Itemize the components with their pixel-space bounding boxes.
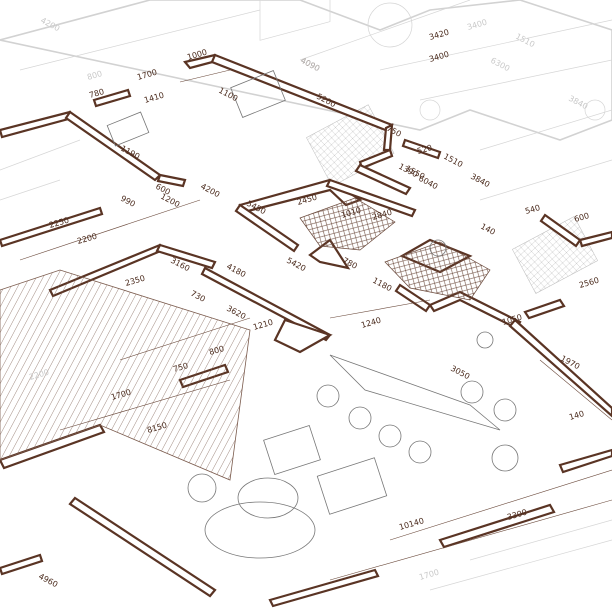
dimension-label: 1510: [442, 152, 464, 170]
wall-segment: [68, 496, 217, 598]
dining-chair: [316, 384, 340, 408]
wall-segment: [268, 568, 380, 608]
wall-segment: [325, 178, 417, 218]
wall-segment: [508, 318, 612, 418]
dimension-label: 990: [119, 194, 137, 209]
dining-chair: [348, 406, 372, 430]
wall-segment: [234, 203, 300, 253]
dimension-label: 600: [573, 211, 590, 224]
dimension-label: 2350: [124, 274, 146, 288]
dimension-label: 5420: [285, 256, 307, 274]
wall-segment: [0, 206, 104, 248]
sofa: [316, 457, 388, 515]
dimension-label: 10140: [398, 516, 425, 532]
wall-segment: [0, 110, 74, 139]
dimension-label: 1240: [360, 316, 382, 330]
dining-chair: [408, 440, 432, 464]
wall-segment: [578, 230, 612, 248]
stove-burner: [476, 331, 494, 349]
dimension-label: 1410: [143, 91, 165, 105]
sink: [429, 239, 447, 257]
wall-segment: [558, 448, 612, 474]
dimension-label: 4200: [199, 182, 221, 200]
dimension-label: 1210: [252, 318, 274, 332]
dimension-label: 750: [172, 361, 189, 374]
dimension-label: 3400: [428, 50, 450, 64]
dining-chair: [493, 398, 517, 422]
ghost-dimension-label: 800: [86, 69, 103, 82]
round-rug: [237, 477, 299, 519]
dimension-label: 1200: [159, 192, 181, 210]
dimension-label: 3050: [449, 364, 471, 382]
coffee-table: [263, 424, 321, 476]
dimension-label: 520: [416, 143, 433, 156]
ghost-dimension-label: 4200: [39, 16, 61, 34]
dimension-label: 2200: [76, 232, 98, 246]
ghost-dimension-label: 1700: [418, 568, 440, 582]
ghost-dimension-label: 6300: [489, 56, 511, 74]
dimension-label: 1100: [217, 86, 239, 104]
bathtub: [106, 111, 150, 147]
dimension-lines: [19, 69, 612, 581]
armchair: [187, 473, 217, 503]
dimension-label: 3620: [225, 304, 247, 322]
dimension-label: 1390: [397, 162, 419, 180]
dimension-label: 4180: [225, 262, 247, 280]
dimension-label: 140: [568, 409, 585, 422]
wall-segment: [64, 110, 162, 182]
ghost-dimension-label: 3400: [466, 18, 488, 32]
wall-segment: [354, 163, 412, 196]
wall-segment: [92, 88, 132, 108]
ghost-dimension-label: 3840: [567, 94, 589, 112]
wall-segment: [200, 266, 332, 342]
dimension-label: 540: [524, 203, 541, 216]
dimension-label: 6040: [417, 174, 439, 192]
bed: [230, 70, 286, 118]
wall-segment: [273, 318, 333, 354]
dining-chair: [460, 380, 484, 404]
dimension-label: 1180: [371, 276, 393, 294]
tiled-areas: [299, 197, 491, 301]
rug-outline: [204, 501, 316, 559]
wall-segment: [438, 503, 556, 549]
ghost-dimension-label: 4090: [299, 56, 321, 74]
wall-segment: [401, 138, 442, 160]
wall-segment: [155, 243, 217, 270]
dining-chair: [378, 424, 402, 448]
wall-segment: [210, 53, 394, 133]
wall-segment: [394, 283, 432, 313]
ghost-outline: [0, 0, 612, 141]
staircase: [0, 269, 251, 481]
dimension-label: 780: [341, 256, 359, 271]
ghost-dimension-label: 1510: [514, 32, 536, 50]
wall-segment: [0, 553, 44, 576]
dimension-label: 4960: [37, 572, 59, 590]
dimension-label: 780: [88, 87, 105, 100]
dimension-label: 2560: [578, 276, 600, 290]
dimension-label: 730: [189, 289, 207, 304]
dining-table: [329, 354, 501, 431]
wall-segment: [523, 298, 566, 320]
dimension-label: 800: [208, 344, 225, 357]
furniture-layer: [106, 70, 519, 559]
bathroom-tiles: [299, 197, 396, 251]
dimension-label: 3840: [469, 172, 491, 190]
wall-segment: [382, 123, 394, 152]
dimension-label: 140: [479, 222, 497, 237]
dining-chair: [491, 444, 519, 472]
dimension-label: 3420: [428, 28, 450, 42]
wall-segment: [539, 213, 582, 248]
wall-segment: [156, 173, 187, 188]
